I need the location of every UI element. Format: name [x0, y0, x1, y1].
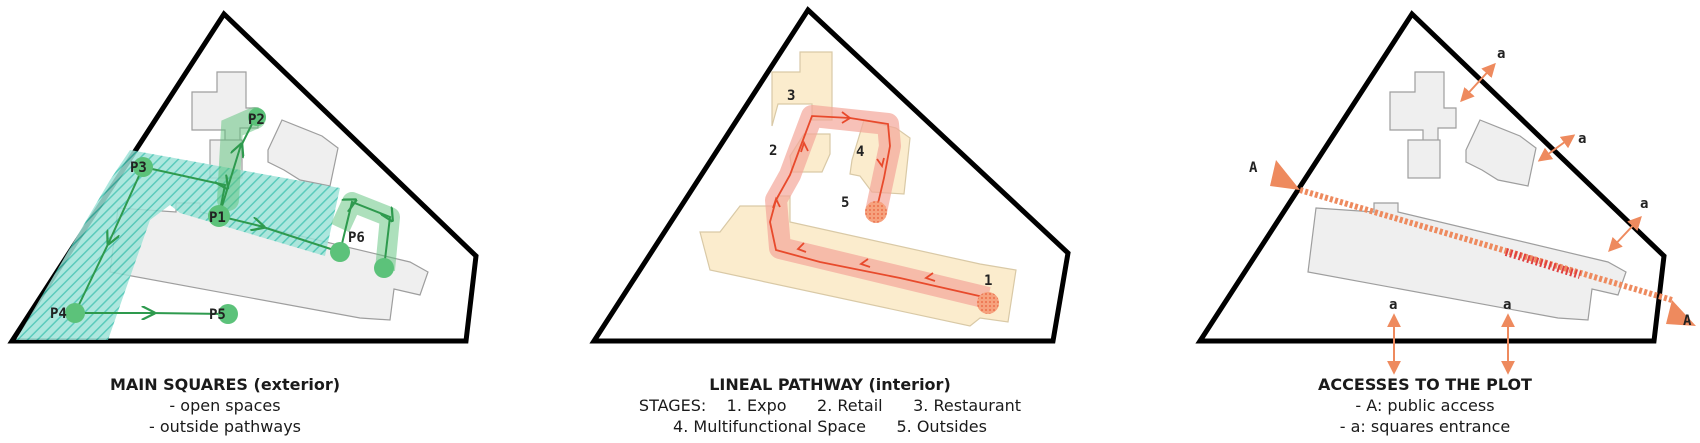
caption-title: MAIN SQUARES (exterior)	[109, 375, 341, 394]
squares-entrance-arrows	[1387, 62, 1642, 375]
interior-pathway	[769, 115, 989, 299]
caption-line: - outside pathways	[149, 417, 301, 436]
building	[1389, 71, 1457, 151]
caption-accesses: ACCESSES TO THE PLOT - A: public access …	[1260, 374, 1590, 437]
label-entrance-a: a	[1503, 297, 1511, 313]
caption-line: 4. Multifunctional Space 5. Outsides	[673, 417, 987, 436]
plot-outline	[589, 6, 1071, 344]
square-node	[218, 304, 238, 324]
access-marker-a	[1666, 300, 1696, 326]
label-entrance-a: a	[1497, 46, 1505, 62]
plot-outline	[1195, 10, 1667, 344]
label-stage-5: 5	[841, 195, 849, 211]
square-node	[330, 242, 350, 262]
building	[1407, 139, 1441, 179]
square-node	[208, 205, 230, 227]
label-p4: P4	[50, 306, 67, 322]
label-p2: P2	[248, 112, 265, 128]
square-node	[374, 258, 394, 278]
open-space-hatch	[16, 150, 340, 340]
public-access-line	[1299, 187, 1673, 303]
label-stage-2: 2	[769, 143, 777, 159]
label-entrance-a: a	[1389, 297, 1397, 313]
label-stage-4: 4	[856, 144, 864, 160]
panel-main-squares: P1 P2 P3 P4 P5 P6	[7, 10, 479, 344]
label-access-a: A	[1683, 313, 1692, 329]
stage-node	[977, 292, 999, 314]
caption-line: - open spaces	[169, 396, 281, 415]
pathway-arrows	[772, 111, 936, 282]
label-p6: P6	[348, 230, 365, 246]
caption-title: LINEAL PATHWAY (interior)	[709, 375, 951, 394]
square-node	[133, 157, 153, 177]
caption-main-squares: MAIN SQUARES (exterior) - open spaces - …	[60, 374, 390, 437]
caption-title: ACCESSES TO THE PLOT	[1318, 375, 1532, 394]
building	[1307, 202, 1627, 321]
panel-accesses: A A a a a a a	[1195, 10, 1696, 375]
label-p1: P1	[209, 210, 226, 226]
access-marker-a	[1270, 160, 1300, 190]
label-stage-1: 1	[984, 273, 992, 289]
label-entrance-a: a	[1578, 131, 1586, 147]
building	[1465, 119, 1537, 187]
caption-line: - a: squares entrance	[1339, 417, 1511, 436]
label-p5: P5	[209, 307, 226, 323]
stage-node	[865, 201, 887, 223]
label-access-a: A	[1249, 160, 1258, 176]
public-access-crossing	[1504, 248, 1582, 279]
caption-line: STAGES: 1. Expo 2. Retail 3. Restaurant	[638, 396, 1022, 415]
building	[267, 119, 339, 187]
label-entrance-a: a	[1640, 196, 1648, 212]
panel-lineal-pathway: 1 2 3 4 5	[589, 6, 1071, 344]
square-node	[248, 108, 266, 126]
caption-lineal-pathway: LINEAL PATHWAY (interior) STAGES: 1. Exp…	[600, 374, 1060, 437]
label-stage-3: 3	[787, 88, 795, 104]
caption-line: - A: public access	[1355, 396, 1495, 415]
outside-pathways	[74, 117, 390, 314]
label-p3: P3	[130, 160, 147, 176]
square-node	[65, 303, 85, 323]
